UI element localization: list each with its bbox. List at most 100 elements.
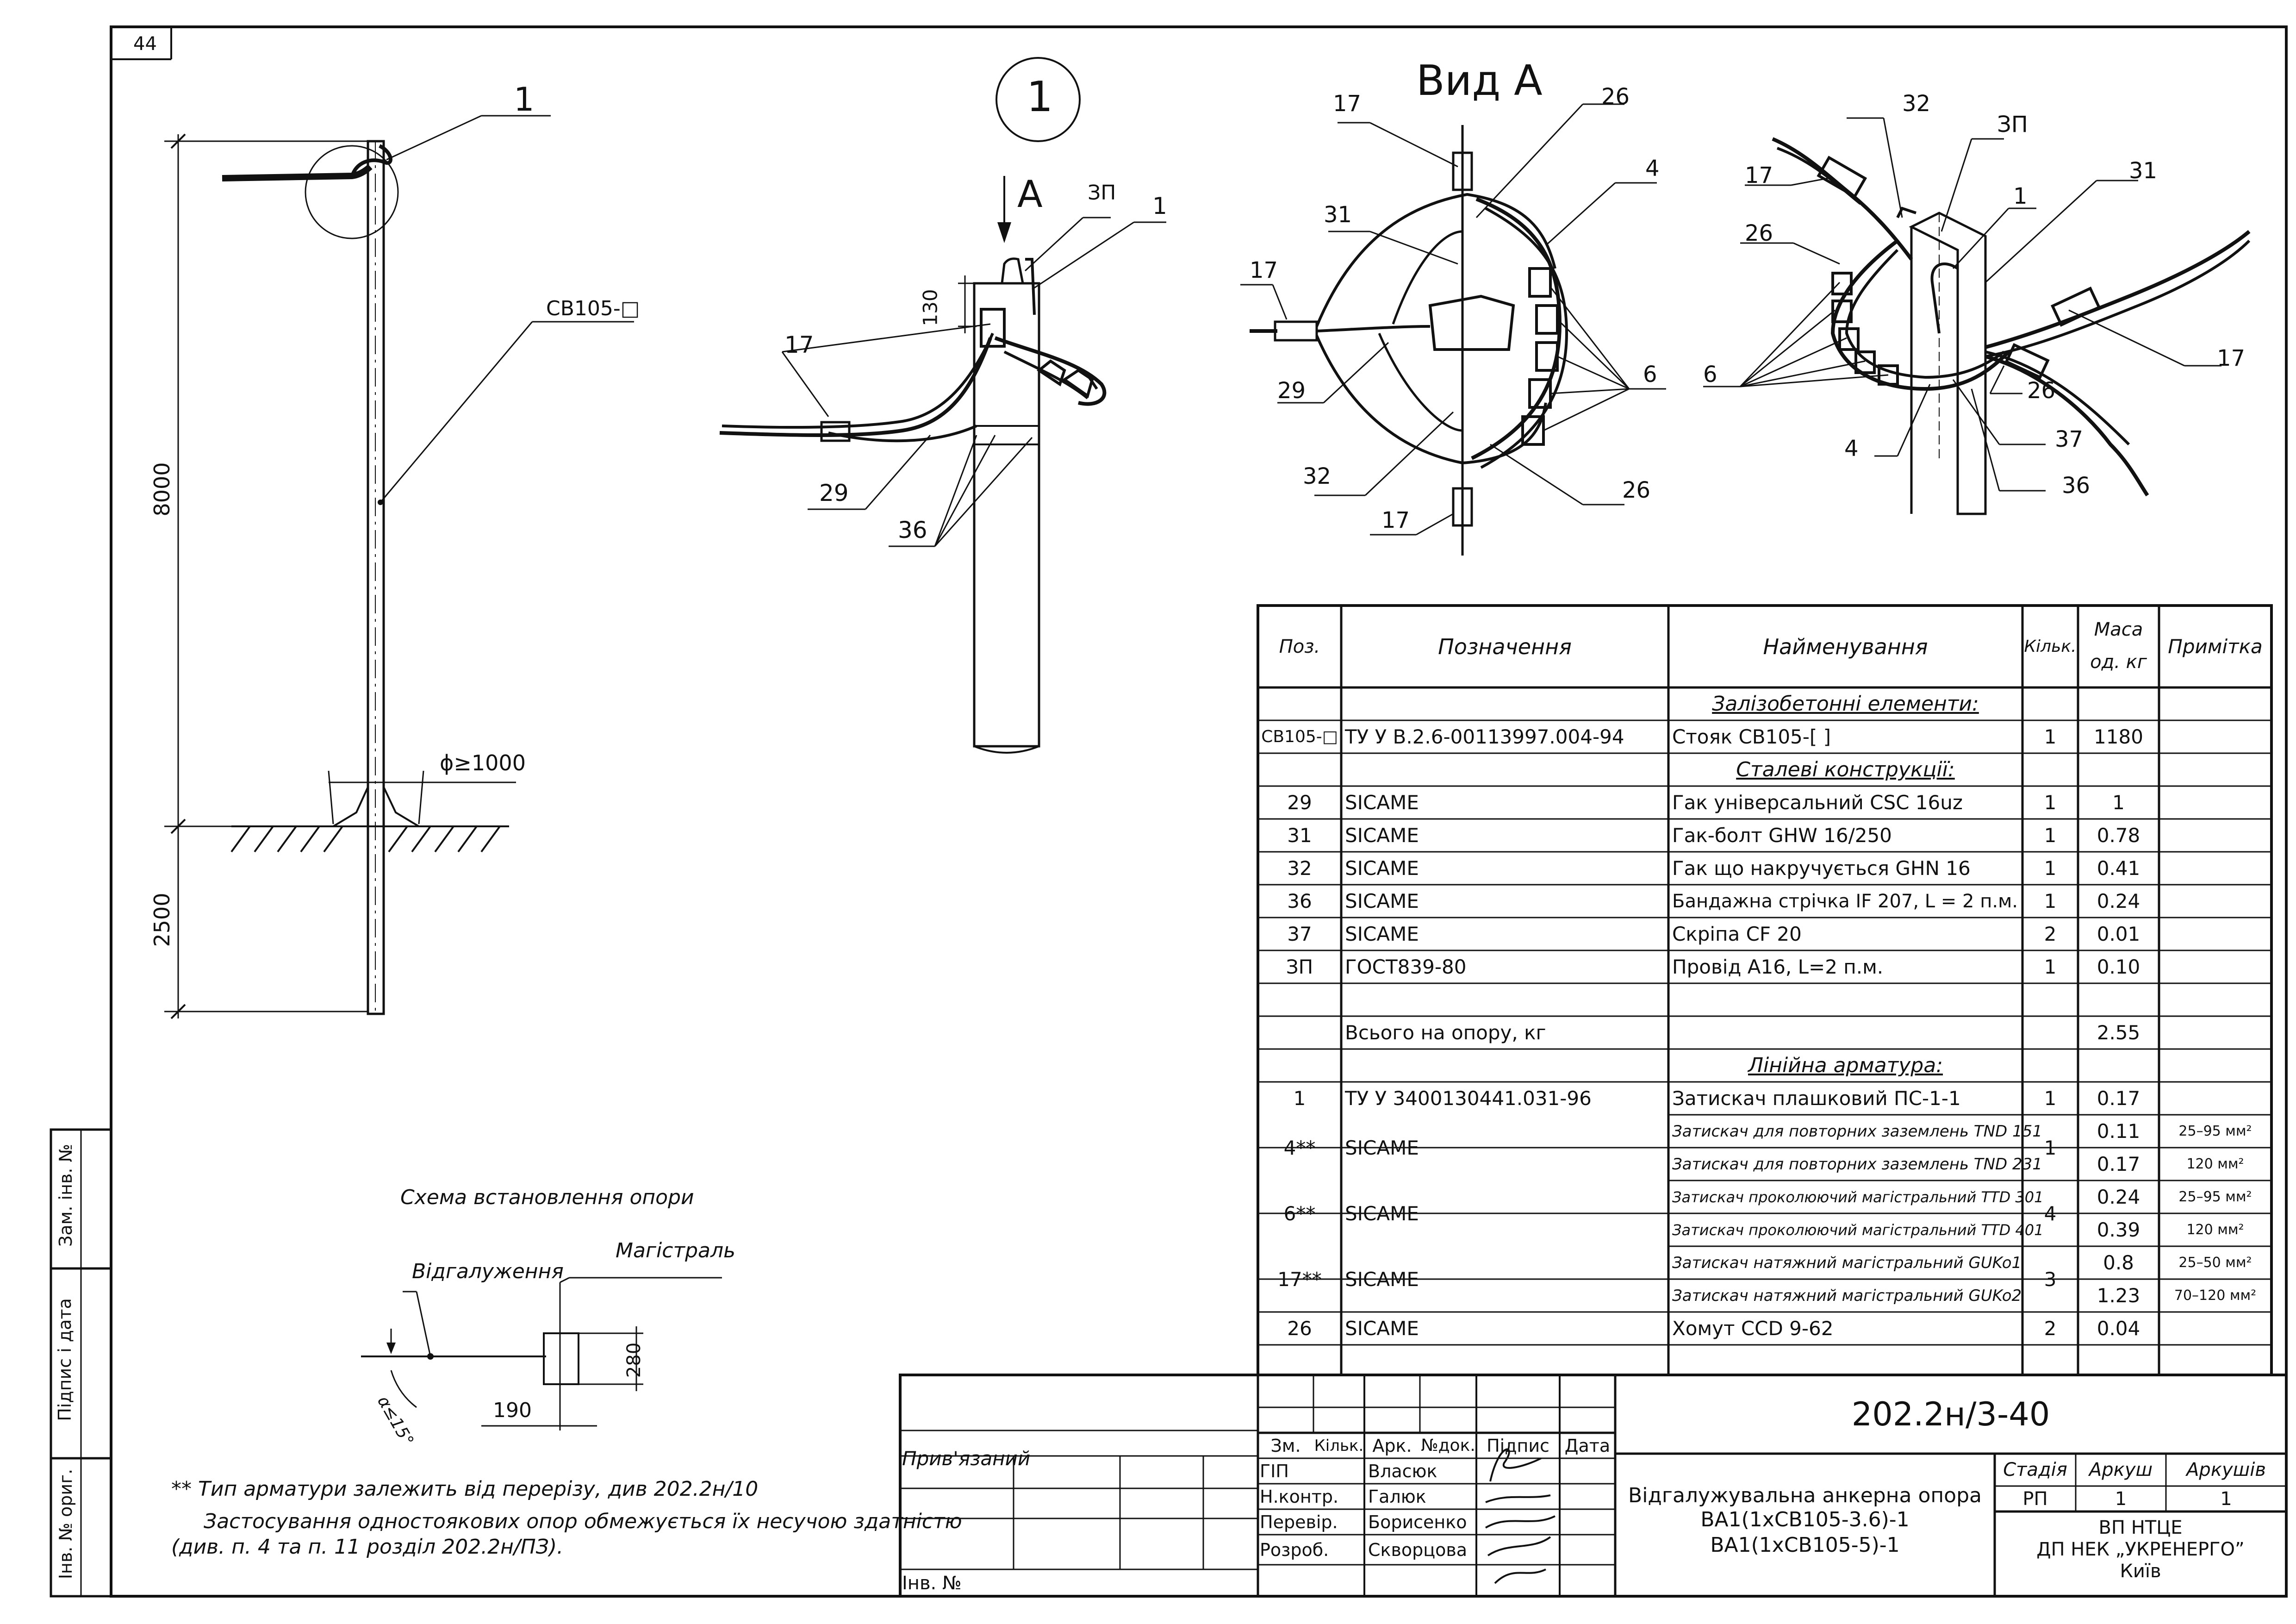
row-26-qty: 2 bbox=[2044, 1317, 2057, 1340]
row-4a-note: 25–95 мм² bbox=[2178, 1123, 2252, 1139]
tb-role-check: Перевір. bbox=[1260, 1512, 1338, 1532]
tb-stage-value: РП bbox=[2022, 1488, 2048, 1510]
row-zp-qty: 1 bbox=[2044, 956, 2057, 978]
tb-description-line1: Відгалужувальна анкерна опора bbox=[1628, 1483, 1982, 1507]
tb-sheets-value: 1 bbox=[2220, 1488, 2232, 1510]
signatures bbox=[1485, 1448, 1556, 1584]
iso-label-17-right: 17 bbox=[2217, 345, 2246, 371]
row-36-qty: 1 bbox=[2044, 890, 2057, 912]
row-17b-mass: 1.23 bbox=[2097, 1284, 2140, 1307]
tb-name-gip: Власюк bbox=[1368, 1461, 1437, 1481]
title-block-grid bbox=[899, 1374, 2288, 1598]
view-a-label-6: 6 bbox=[1643, 362, 1657, 387]
iso-label-1: 1 bbox=[2013, 183, 2028, 209]
row-17a-mass: 0.8 bbox=[2103, 1251, 2134, 1274]
tb-sheets-label: Аркушів bbox=[2186, 1459, 2266, 1480]
row-4b-note: 120 мм² bbox=[2186, 1156, 2244, 1172]
row-29-pos: 29 bbox=[1287, 791, 1312, 814]
note-line-3: (див. п. 4 та п. 11 розділ 202.2н/ПЗ). bbox=[171, 1535, 564, 1559]
row-36-designation: SICAME bbox=[1345, 890, 1419, 912]
iso-label-32: 32 bbox=[1902, 91, 1931, 117]
row-4-pos: 4** bbox=[1283, 1136, 1316, 1159]
tb-name-norm: Галюк bbox=[1368, 1486, 1426, 1507]
th-name: Найменування bbox=[1763, 634, 1928, 659]
tb-description-line2: ВА1(1хСВ105-3.6)-1 bbox=[1700, 1508, 1910, 1531]
scheme-title: Схема встановлення опори bbox=[400, 1186, 694, 1209]
th-mass-line2: од. кг bbox=[2090, 651, 2147, 673]
row-zp-designation: ГОСТ839-80 bbox=[1345, 956, 1467, 978]
row-17b-note: 70–120 мм² bbox=[2174, 1287, 2257, 1304]
tb-col-date: Дата bbox=[1564, 1435, 1611, 1456]
row-6-pos: 6** bbox=[1283, 1202, 1316, 1225]
section-fittings: Лінійна арматура: bbox=[1748, 1054, 1943, 1077]
row-6a-note: 25–95 мм² bbox=[2178, 1189, 2252, 1205]
row-36-name: Бандажна стрічка IF 207, L = 2 п.м. bbox=[1672, 890, 2018, 912]
total-mass: 2.55 bbox=[2097, 1021, 2140, 1044]
tb-org-line3: Київ bbox=[2120, 1561, 2161, 1582]
row-6b-note: 120 мм² bbox=[2186, 1222, 2244, 1238]
tb-name-dev: Скворцова bbox=[1368, 1539, 1468, 1560]
row-17b-name: Затискач натяжний магістральний GUKo2 bbox=[1672, 1286, 2022, 1305]
view-a-label-17-top: 17 bbox=[1333, 91, 1362, 117]
view-a-label-4: 4 bbox=[1645, 156, 1660, 181]
row-pole-name: Стояк СВ105-[ ] bbox=[1672, 725, 1831, 748]
iso-label-17-left: 17 bbox=[1745, 162, 1773, 188]
row-6a-name: Затискач проколюючий магістральний TTD 3… bbox=[1672, 1188, 2044, 1206]
row-6b-name: Затискач проколюючий магістральний TTD 4… bbox=[1672, 1221, 2044, 1239]
row-zp-pos: ЗП bbox=[1286, 956, 1313, 978]
scheme-dim-190: 190 bbox=[493, 1399, 532, 1422]
detail-label-17: 17 bbox=[784, 331, 814, 358]
tb-stage-label: Стадія bbox=[2003, 1459, 2067, 1480]
section-steel: Сталеві конструкції: bbox=[1736, 758, 1955, 781]
detail-label-29: 29 bbox=[819, 480, 849, 506]
row-pole-mass: 1180 bbox=[2094, 725, 2143, 748]
row-31-name: Гак-болт GHW 16/250 bbox=[1672, 824, 1892, 847]
tb-col-qty: Кільк. bbox=[1314, 1436, 1364, 1455]
tb-description-line3: ВА1(1хСВ105-5)-1 bbox=[1710, 1533, 1900, 1557]
scheme-drawing bbox=[361, 1277, 722, 1430]
row-6a-mass: 0.24 bbox=[2097, 1186, 2140, 1208]
pole-type-label: СВ105-□ bbox=[546, 297, 640, 320]
tb-col-signature: Підпис bbox=[1487, 1435, 1549, 1456]
row-6-designation: SICAME bbox=[1345, 1202, 1419, 1225]
stamp-signature-date: Підпис і дата bbox=[55, 1298, 75, 1421]
tb-name-check: Борисенко bbox=[1368, 1512, 1467, 1532]
row-37-qty: 2 bbox=[2044, 923, 2057, 945]
main-callout-label: 1 bbox=[514, 81, 535, 119]
th-note: Примітка bbox=[2168, 635, 2263, 658]
row-37-name: Скріпа CF 20 bbox=[1672, 923, 1802, 945]
tb-role-norm: Н.контр. bbox=[1260, 1486, 1339, 1507]
view-a-label-17-bottom: 17 bbox=[1381, 507, 1410, 533]
tb-col-doc: №док. bbox=[1421, 1436, 1475, 1455]
row-pole-qty: 1 bbox=[2044, 725, 2057, 748]
view-a-drawing bbox=[1240, 103, 1666, 556]
view-a-label-31: 31 bbox=[1324, 202, 1352, 228]
row-37-designation: SICAME bbox=[1345, 923, 1419, 945]
view-arrow-label: А bbox=[1017, 173, 1043, 216]
row-36-mass: 0.24 bbox=[2097, 890, 2140, 912]
tb-sheet-label: Аркуш bbox=[2089, 1459, 2153, 1480]
note-line-1: ** Тип арматури залежить від перерізу, д… bbox=[171, 1477, 759, 1501]
th-pos: Поз. bbox=[1279, 636, 1320, 657]
row-4b-mass: 0.17 bbox=[2097, 1153, 2140, 1175]
row-26-pos: 26 bbox=[1287, 1317, 1312, 1340]
spec-table-grid bbox=[1257, 604, 2273, 1376]
detail-label-zp: ЗП bbox=[1088, 181, 1116, 205]
scheme-dim-280: 280 bbox=[623, 1342, 645, 1378]
row-6b-mass: 0.39 bbox=[2097, 1218, 2140, 1241]
row-zp-name: Провід А16, L=2 п.м. bbox=[1672, 956, 1884, 978]
sheet-number: 44 bbox=[133, 33, 157, 55]
scheme-branch-label: Відгалуження bbox=[412, 1260, 564, 1283]
view-a-title: Вид А bbox=[1416, 56, 1543, 105]
row-36-pos: 36 bbox=[1287, 890, 1312, 912]
row-zp-mass: 0.10 bbox=[2097, 956, 2140, 978]
tb-org-line1: ВП НТЦЕ bbox=[2098, 1517, 2183, 1538]
dim-130: 130 bbox=[919, 289, 942, 326]
row-37-pos: 37 bbox=[1287, 923, 1312, 945]
drawing-code: 202.2н/3-40 bbox=[1851, 1395, 2050, 1433]
row-1-mass: 0.17 bbox=[2097, 1087, 2140, 1110]
stamp-replaced-inv: Зам. інв. № bbox=[56, 1144, 76, 1247]
view-a-label-26-top: 26 bbox=[1601, 84, 1630, 110]
row-17a-name: Затискач натяжний магістральний GUKo1 bbox=[1672, 1253, 2022, 1272]
